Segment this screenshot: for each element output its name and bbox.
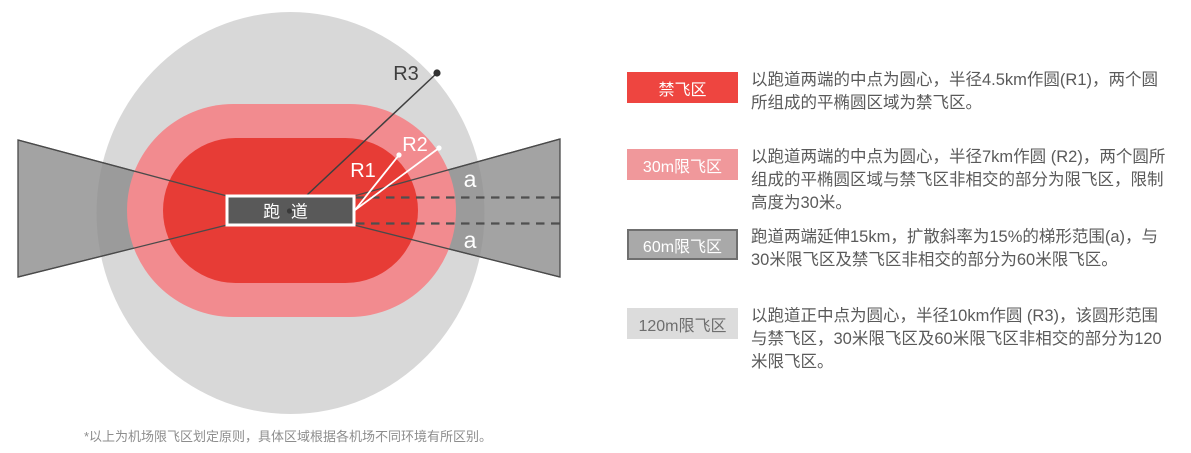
r2-label: R2 [402,134,428,156]
a-label-upper: a [464,166,477,192]
r3-endpoint-dot [433,69,441,77]
r1-radius-line [354,154,400,211]
r3-radius-line [289,72,438,212]
runway-label: 跑 道 [263,203,311,222]
legend-swatch-no-fly: 禁飞区 [627,72,738,103]
legend-swatch-120m: 120m限飞区 [627,308,738,339]
legend-swatch-60m: 60m限飞区 [627,229,738,260]
diagram-footnote: *以上为机场限飞区划定原则，具体区域根据各机场不同环境有所区别。 [83,429,493,444]
zones-diagram: 跑 道 R3 R1 R2 a a [17,12,561,414]
runway-center-dot [286,208,293,214]
r2-endpoint-dot [436,145,442,151]
legend-description-120m: 以跑道正中点为圆心，半径10km作圆 (R3)，该圆形范围与禁飞区，30米限飞区… [751,307,1162,371]
runway-extension-dashed-lines [356,196,560,225]
legend-row-120m: 120m限飞区 以跑道正中点为圆心，半径10km作圆 (R3)，该圆形范围与禁飞… [627,307,1166,374]
r2-radius-line [354,147,440,211]
r1-endpoint-dot [396,152,402,158]
legend-label-120m: 120m限飞区 [638,317,727,335]
legend-description-60m: 跑道两端延伸15km，扩散斜率为15%的梯形范围(a)，与30米限飞区及禁飞区非… [751,228,1159,269]
legend-description-30m: 以跑道两端的中点为圆心，半径7km作圆 (R2)，两个圆所组成的平椭圆区域与禁飞… [751,148,1166,212]
legend-label-no-fly: 禁飞区 [658,81,707,99]
legend-row-no-fly: 禁飞区 以跑道两端的中点为圆心，半径4.5km作圆(R1)，两个圆所组成的平椭圆… [627,71,1166,115]
r1-label: R1 [350,160,376,182]
legend-description-no-fly: 以跑道两端的中点为圆心，半径4.5km作圆(R1)，两个圆所组成的平椭圆区域为禁… [751,71,1159,112]
legend-label-30m: 30m限飞区 [642,158,723,176]
a-label-lower: a [464,227,477,253]
r1-r2-radius-lines [354,147,440,211]
r3-label: R3 [393,63,419,85]
legend-label-60m: 60m限飞区 [642,238,723,256]
legend-row-30m: 30m限飞区 以跑道两端的中点为圆心，半径7km作圆 (R2)，两个圆所组成的平… [627,148,1166,215]
legend-swatch-30m: 30m限飞区 [627,149,738,180]
legend-row-60m: 60m限飞区 跑道两端延伸15km，扩散斜率为15%的梯形范围(a)，与30米限… [627,228,1166,272]
